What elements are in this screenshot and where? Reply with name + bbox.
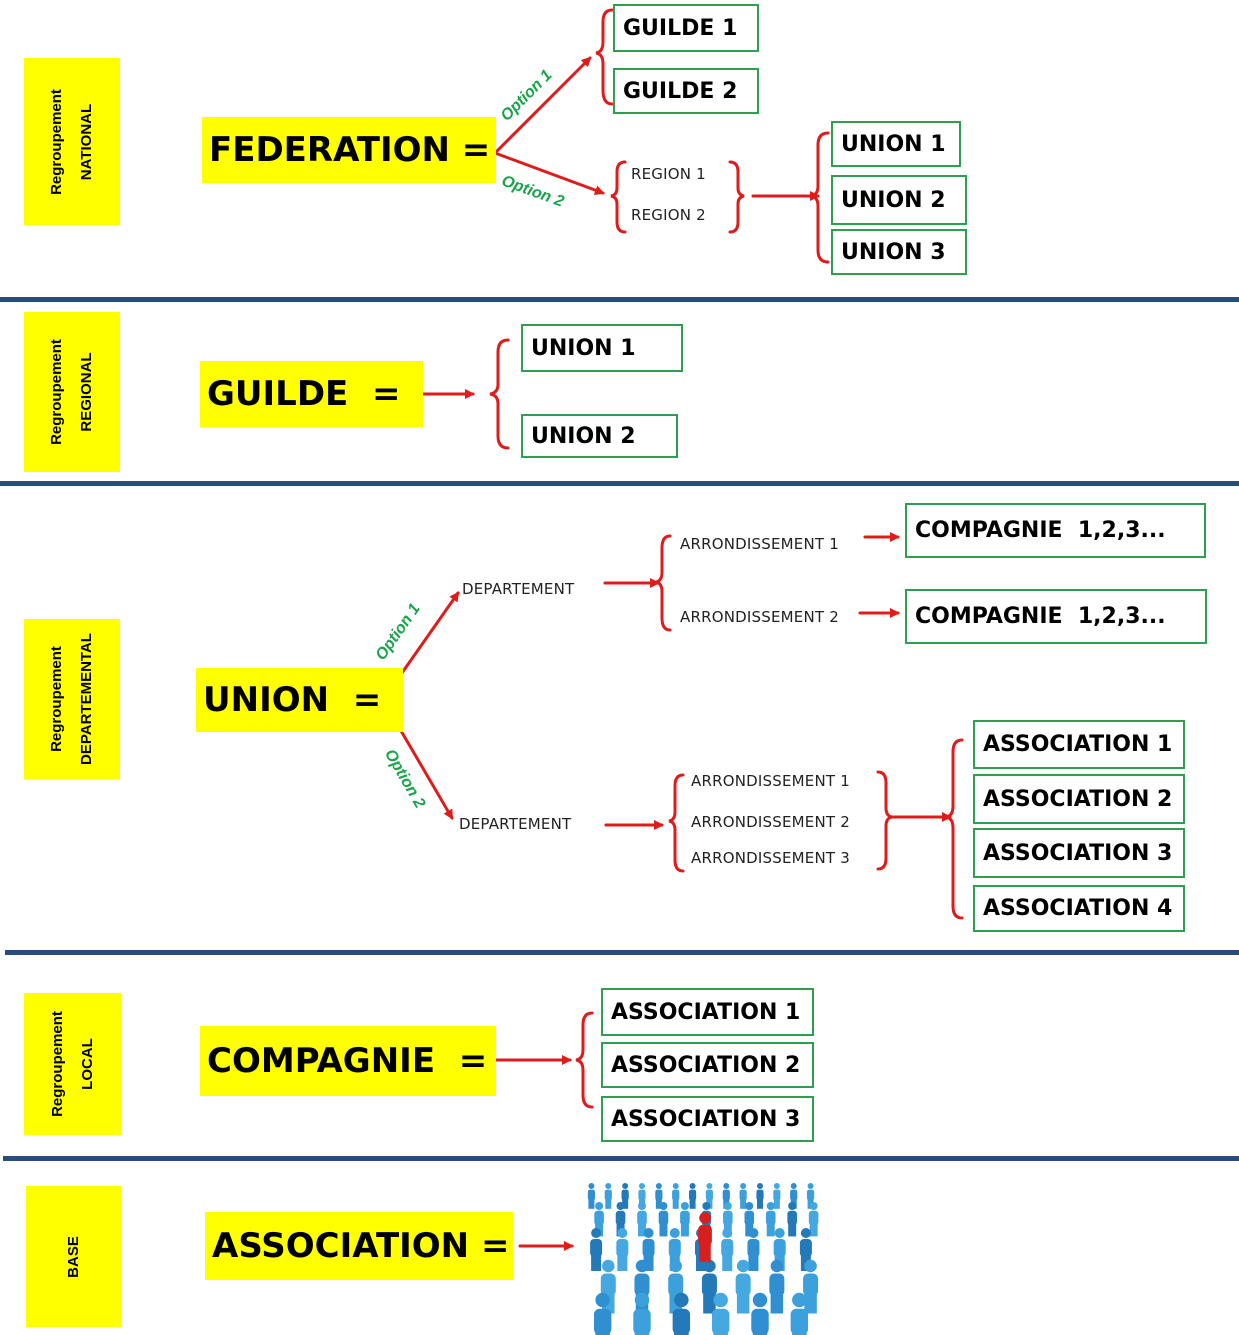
crowd-illustration <box>587 1183 819 1335</box>
person-figure <box>633 1292 651 1335</box>
association-box: ASSOCIATION 4 <box>973 885 1185 932</box>
brace-arr-bottom-open <box>668 773 685 873</box>
person-figure <box>672 1292 691 1335</box>
association-box: ASSOCIATION 1 <box>601 988 814 1036</box>
person-figure <box>808 1202 819 1237</box>
guilde-title: GUILDE = <box>200 361 423 427</box>
compagnie-box: COMPAGNIE 1,2,3... <box>905 503 1206 558</box>
departement-label: DEPARTEMENT <box>462 580 575 598</box>
person-figure <box>616 1228 629 1271</box>
guilde-box: GUILDE 1 <box>613 4 759 52</box>
section-divider <box>3 1156 1239 1161</box>
union-box: UNION 2 <box>831 175 967 225</box>
person-figure <box>773 1183 781 1209</box>
brace-regions-close <box>728 160 745 234</box>
brace-regional-unions <box>489 338 510 450</box>
person-figure <box>621 1183 629 1209</box>
person-figure <box>765 1202 776 1237</box>
person-figure <box>642 1228 655 1271</box>
person-figure <box>769 1259 785 1314</box>
person-figure <box>701 1259 717 1314</box>
person-figure <box>688 1183 697 1209</box>
federation-title: FEDERATION = <box>202 117 496 183</box>
person-figure <box>590 1228 603 1271</box>
region-label: REGION 2 <box>631 206 706 224</box>
side-label-local: Regroupement LOCAL <box>24 993 121 1135</box>
crowd-image <box>583 1178 819 1335</box>
association-box: ASSOCIATION 2 <box>601 1042 814 1088</box>
association-box: ASSOCIATION 2 <box>973 774 1185 824</box>
union-box: UNION 3 <box>831 229 967 275</box>
person-figure <box>721 1228 734 1271</box>
section-divider <box>0 481 1239 486</box>
brace-arr-top <box>655 534 672 632</box>
side-label-regional: Regroupement REGIONAL <box>24 312 120 472</box>
person-figure <box>787 1202 797 1237</box>
person-figure <box>680 1202 690 1237</box>
arrondissement-label: ARRONDISSEMENT 1 <box>680 535 839 553</box>
brace-local-associations <box>575 1011 594 1109</box>
person-figure <box>604 1183 612 1209</box>
compagnie-title: COMPAGNIE = <box>200 1026 496 1096</box>
arrondissement-label: ARRONDISSEMENT 2 <box>680 608 839 626</box>
person-figure <box>698 1212 712 1262</box>
arrondissement-label: ARRONDISSEMENT 1 <box>691 772 850 790</box>
brace-regions-open <box>610 160 627 234</box>
option2-arrow <box>493 151 605 195</box>
departement-label: DEPARTEMENT <box>459 815 572 833</box>
person-figure <box>655 1183 663 1209</box>
person-figure <box>803 1259 819 1314</box>
union-box: UNION 1 <box>831 121 961 167</box>
person-figure <box>658 1202 669 1237</box>
person-figure <box>593 1292 612 1335</box>
association-title: ASSOCIATION = <box>205 1212 513 1280</box>
section-divider <box>0 297 1239 302</box>
guilde-box: GUILDE 2 <box>613 68 759 114</box>
person-figure <box>744 1202 755 1237</box>
person-figure <box>756 1183 764 1209</box>
person-figure <box>735 1259 751 1314</box>
side-label-base: BASE <box>26 1186 121 1327</box>
person-figure <box>747 1228 760 1271</box>
side-label-departemental: Regroupement DEPARTEMENTAL <box>24 619 120 779</box>
union-box: UNION 1 <box>521 324 683 372</box>
person-figure <box>637 1202 647 1237</box>
person-figure <box>790 1292 809 1335</box>
person-figure <box>587 1183 596 1209</box>
brace-guildes <box>595 8 614 106</box>
region-label: REGION 1 <box>631 165 706 183</box>
section-divider <box>5 950 1239 955</box>
association-box: ASSOCIATION 3 <box>601 1096 814 1142</box>
person-figure <box>751 1292 769 1335</box>
person-figure <box>739 1183 747 1209</box>
person-figure <box>711 1292 730 1335</box>
brace-associations <box>945 738 964 920</box>
person-figure <box>672 1183 680 1209</box>
arrondissement-label: ARRONDISSEMENT 3 <box>691 849 850 867</box>
union-box: UNION 2 <box>521 414 678 458</box>
option1-arrow <box>493 56 592 155</box>
brace-arr-bottom-close <box>876 770 893 871</box>
association-box: ASSOCIATION 3 <box>973 828 1185 878</box>
side-label-national: Regroupement NATIONAL <box>24 58 120 225</box>
compagnie-box: COMPAGNIE 1,2,3... <box>905 589 1207 644</box>
union-title: UNION = <box>196 668 403 732</box>
association-box: ASSOCIATION 1 <box>973 720 1185 769</box>
arrondissement-label: ARRONDISSEMENT 2 <box>691 813 850 831</box>
brace-unions <box>810 131 830 264</box>
